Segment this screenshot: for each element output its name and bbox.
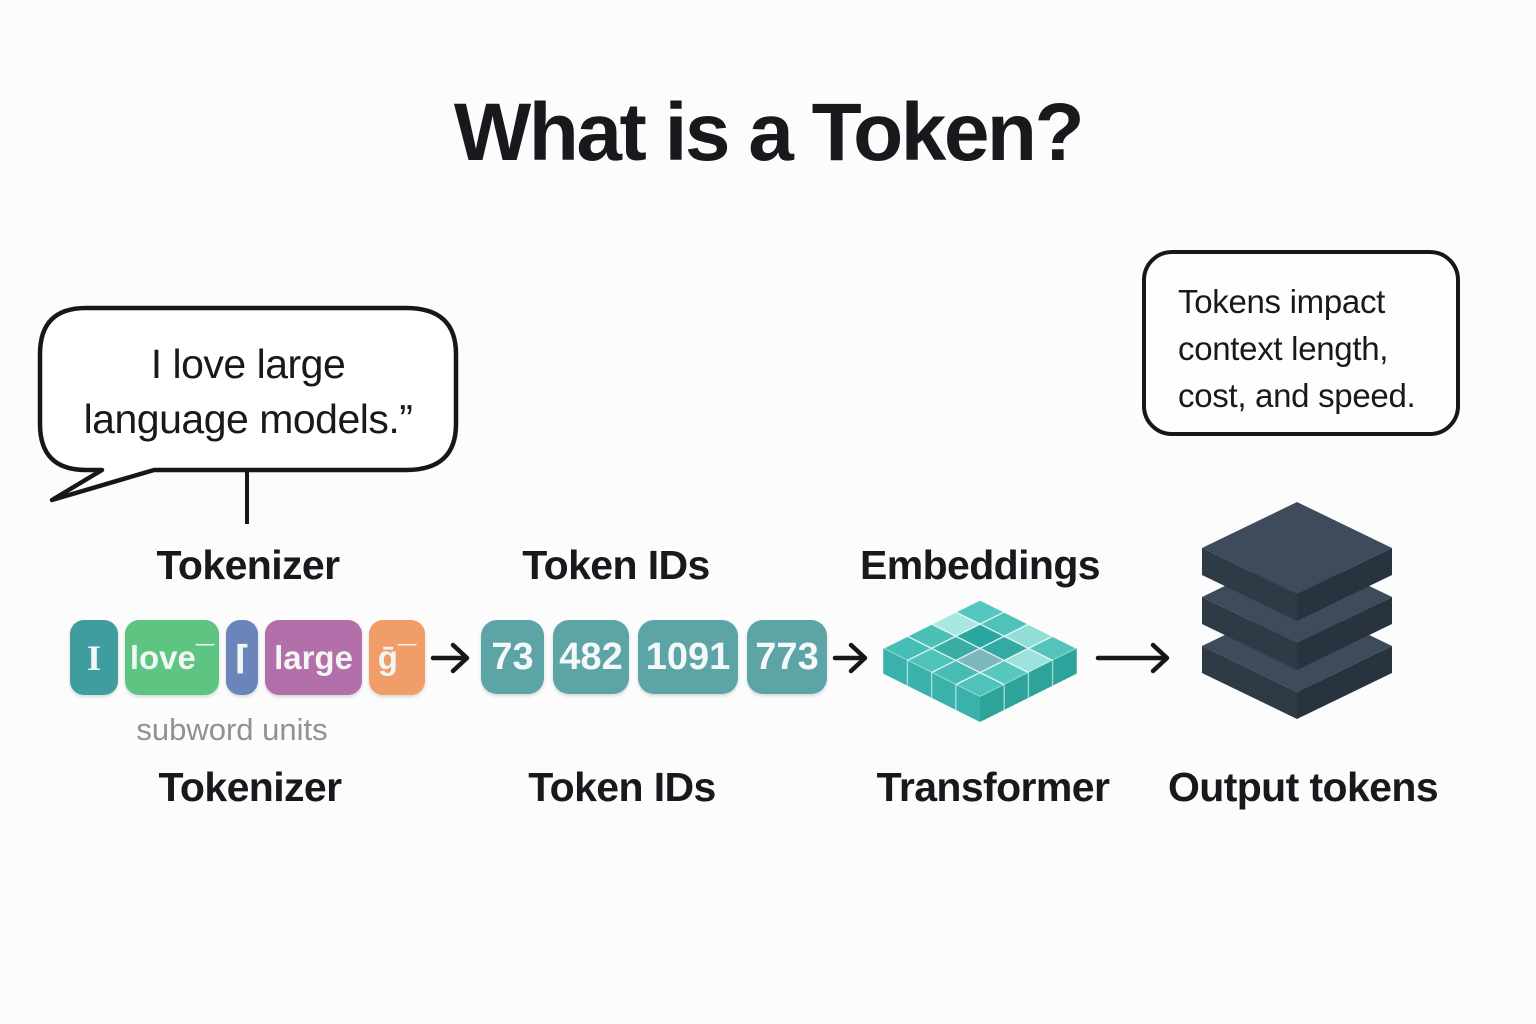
token-id-chip: 1091 [638, 620, 738, 694]
embeddings-top-label: Embeddings [859, 542, 1101, 588]
callout-line-2: context length, [1178, 330, 1389, 367]
output-tokens-bottom-label: Output tokens [1167, 764, 1439, 810]
transformer-bottom-label: Transformer [876, 764, 1110, 810]
token-id-row: 73 482 1091 773 [481, 620, 827, 694]
token-chip-row: I love¯ ⌈ large ḡ¯ [70, 620, 425, 695]
subword-units-caption: subword units [136, 712, 328, 747]
flow-arrow-icon [430, 642, 470, 674]
speech-line-2: language models.” [83, 396, 413, 442]
callout-box: Tokens impact context length, cost, and … [1142, 250, 1460, 436]
token-chip: love¯ [125, 620, 219, 695]
token-id-chip: 773 [747, 620, 827, 694]
speech-bubble-text: I love large language models.” [40, 322, 456, 462]
speech-line-1: I love large [150, 341, 346, 387]
flow-arrow-icon [1095, 642, 1170, 674]
bubble-connector-line [245, 471, 249, 524]
token-id-chip: 482 [553, 620, 629, 694]
callout-line-3: cost, and speed. [1178, 377, 1416, 414]
callout-line-1: Tokens impact [1178, 283, 1386, 320]
flow-arrow-icon [832, 642, 868, 674]
token-ids-bottom-label: Token IDs [528, 764, 716, 810]
token-chip: ḡ¯ [369, 620, 425, 695]
embeddings-matrix-icon [882, 599, 1078, 722]
token-id-chip: 73 [481, 620, 544, 694]
page-title: What is a Token? [453, 87, 1085, 178]
token-chip: ⌈ [226, 620, 258, 695]
token-chip: I [70, 620, 118, 695]
speech-bubble-outline [37, 305, 459, 503]
tokenizer-bottom-label: Tokenizer [158, 764, 343, 810]
output-stack-icon [1202, 502, 1392, 719]
tokenizer-top-label: Tokenizer [156, 542, 341, 588]
token-chip: large [265, 620, 362, 695]
token-ids-top-label: Token IDs [522, 542, 710, 588]
